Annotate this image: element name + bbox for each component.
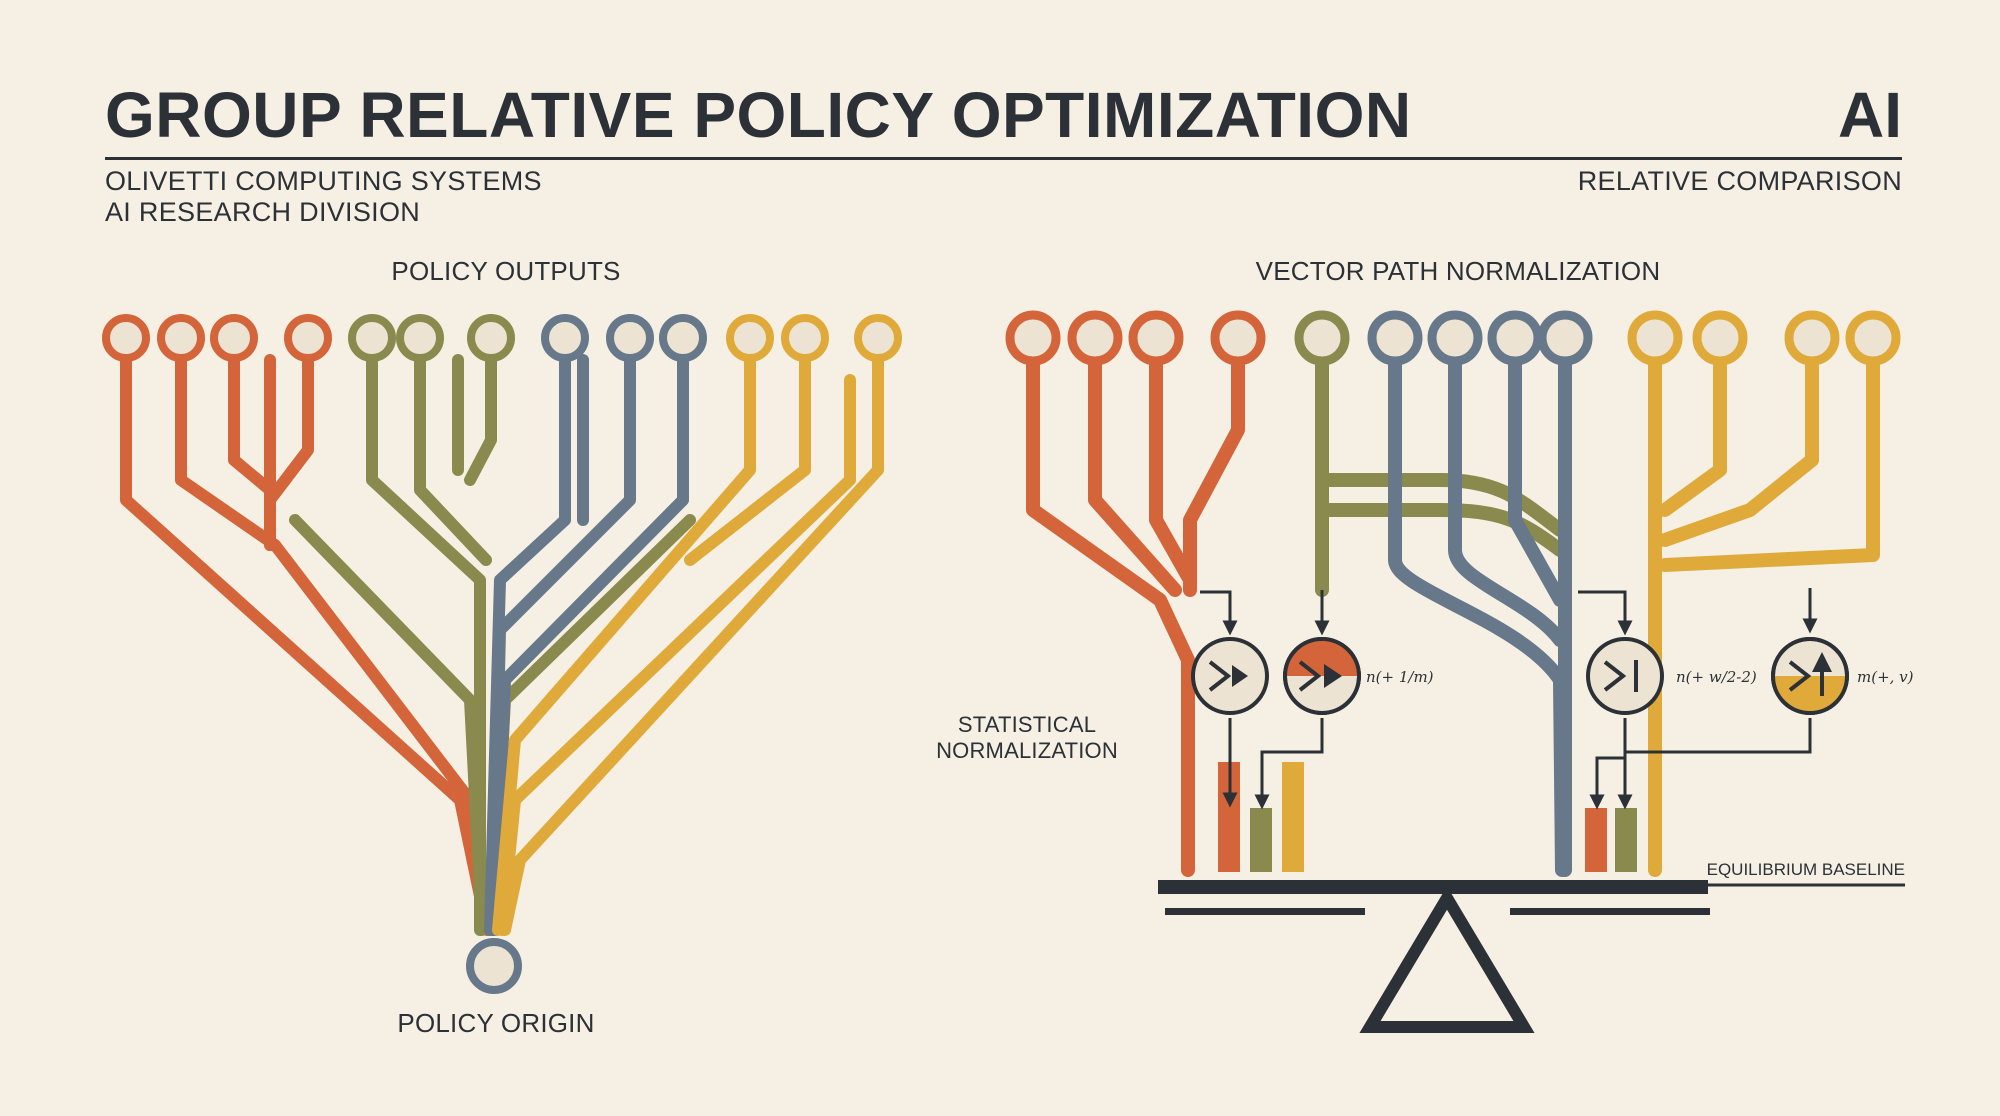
- baseline-label: EQUILIBRIUM BASELINE: [1707, 860, 1905, 879]
- path-red-1: [1026, 343, 1195, 877]
- statistical-normalization-label: STATISTICAL NORMALIZATION: [936, 712, 1118, 764]
- path-olive-cross-2: [1323, 503, 1567, 557]
- output-node: [854, 314, 902, 362]
- output-node: [1210, 310, 1266, 366]
- vector-output-nodes: [1005, 310, 1901, 366]
- formula-3: m(+, v): [1857, 668, 1914, 686]
- bar-red-a: [1218, 762, 1240, 872]
- formula-2: n(+ w/2-2): [1676, 668, 1757, 686]
- bar-yellow-a: [1282, 762, 1304, 872]
- output-node: [541, 314, 589, 362]
- side-label-line-1: STATISTICAL: [957, 712, 1097, 737]
- subtitle-line-1: OLIVETTI COMPUTING SYSTEMS: [105, 166, 542, 196]
- policy-origin-node: [466, 938, 522, 994]
- title-rule: [105, 157, 1902, 160]
- output-node: [157, 314, 205, 362]
- branch-olive-3: [464, 344, 497, 486]
- output-node: [348, 314, 396, 362]
- path-yellow-3: [1658, 343, 1819, 547]
- vector-path-tree: [1026, 343, 1880, 877]
- path-yellow-2: [1658, 343, 1727, 517]
- output-node: [1427, 310, 1483, 366]
- path-olive-cross-1: [1323, 473, 1567, 537]
- bar-red-b: [1585, 808, 1607, 872]
- formula-1: n(+ 1/m): [1366, 668, 1434, 686]
- output-node: [1487, 310, 1543, 366]
- subtitle-line-2: AI RESEARCH DIVISION: [105, 197, 421, 227]
- policy-outputs-heading: POLICY OUTPUTS: [391, 256, 621, 286]
- path-blue-3: [1508, 343, 1567, 607]
- page-title: GROUP RELATIVE POLICY OPTIMIZATION: [105, 79, 1412, 151]
- balance-scale: [1158, 880, 1710, 1033]
- path-red-2: [1088, 343, 1182, 597]
- output-node: [102, 314, 150, 362]
- branch-blue-4: [489, 344, 689, 936]
- branch-olive-2: [414, 344, 492, 566]
- bar-olive-b: [1615, 808, 1637, 872]
- comparator-3: [1586, 637, 1664, 715]
- output-node: [1005, 310, 1061, 366]
- output-node: [659, 314, 707, 362]
- normalized-bars: [1218, 762, 1637, 872]
- organization-subtitle: OLIVETTI COMPUTING SYSTEMS AI RESEARCH D…: [105, 166, 542, 228]
- path-yellow-4: [1658, 343, 1880, 572]
- comparator-1: [1191, 637, 1269, 715]
- branch-olive-1: [366, 344, 486, 936]
- output-node: [1627, 310, 1683, 366]
- path-red-4: [1183, 343, 1245, 597]
- comparator-2: [1283, 637, 1361, 715]
- output-node: [1692, 310, 1748, 366]
- path-red-3: [1149, 343, 1197, 587]
- output-node: [1367, 310, 1423, 366]
- output-node: [1128, 310, 1184, 366]
- branch-olive-5: [289, 514, 488, 936]
- branch-red-2: [175, 344, 496, 936]
- output-node: [210, 314, 258, 362]
- path-blue-1: [1388, 343, 1569, 877]
- brand-mark: AI: [1838, 79, 1902, 151]
- branch-red-4: [264, 344, 314, 506]
- output-node: [781, 314, 829, 362]
- branch-yellow-4: [499, 344, 884, 936]
- output-node: [284, 314, 332, 362]
- output-node: [396, 314, 444, 362]
- output-node: [1845, 310, 1901, 366]
- tagline: RELATIVE COMPARISON: [1577, 166, 1902, 196]
- policy-origin-label: POLICY ORIGIN: [397, 1008, 595, 1038]
- bar-olive-a: [1250, 808, 1272, 872]
- policy-output-nodes: [102, 314, 902, 362]
- output-node: [1067, 310, 1123, 366]
- branch-yellow-3: [496, 374, 856, 936]
- output-node: [1537, 310, 1593, 366]
- comparator-nodes: [1191, 637, 1849, 715]
- side-label-line-2: NORMALIZATION: [936, 738, 1118, 763]
- output-node: [606, 314, 654, 362]
- output-node: [1784, 310, 1840, 366]
- output-node: [726, 314, 774, 362]
- branch-yellow-2: [684, 344, 811, 566]
- output-node: [467, 314, 515, 362]
- path-blue-2: [1448, 343, 1567, 647]
- output-node: [1294, 310, 1350, 366]
- comparator-4: [1771, 637, 1849, 715]
- policy-tree: [120, 344, 884, 936]
- vector-path-heading: VECTOR PATH NORMALIZATION: [1255, 256, 1661, 286]
- arrow-connectors: [1200, 588, 1818, 810]
